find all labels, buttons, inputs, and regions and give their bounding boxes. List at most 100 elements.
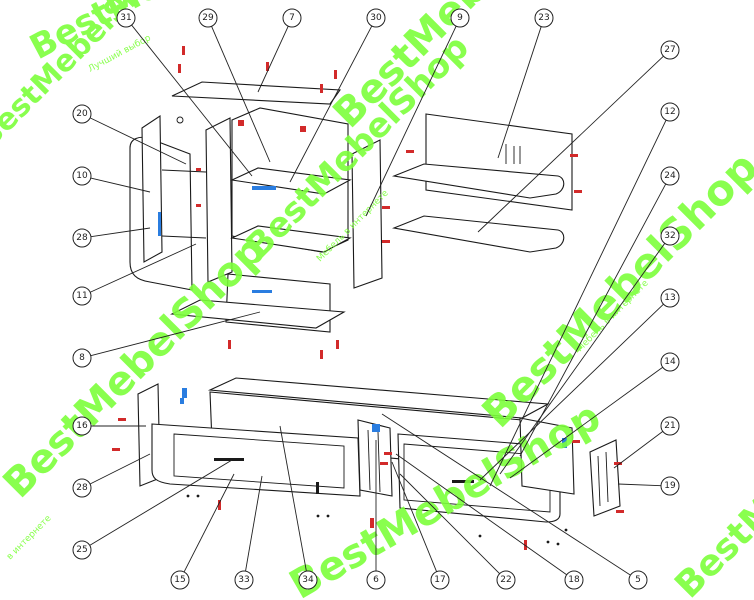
callout-leader-line — [477, 55, 664, 233]
callout-leader-line — [399, 473, 500, 574]
callout-bubble — [564, 570, 584, 590]
panel-side-back — [141, 114, 163, 263]
panel-side-inner — [205, 117, 233, 283]
callout-leader-line — [479, 303, 664, 481]
callout-bubble — [660, 166, 680, 186]
callout-label-7: 7 — [289, 13, 295, 23]
callout-bubble — [72, 348, 92, 368]
callout-label-17: 17 — [434, 575, 445, 585]
callout-bubble — [660, 416, 680, 436]
callout-label-16: 16 — [76, 421, 88, 431]
callout-label-34: 34 — [302, 575, 314, 585]
handle-blue — [252, 186, 276, 190]
callout-leader-line — [90, 311, 261, 357]
callout-bubble — [366, 570, 386, 590]
callout-bubble — [116, 8, 136, 28]
callout-leader-line — [211, 26, 271, 163]
watermark-tagline: в интернете — [5, 513, 54, 562]
callout-label-11: 11 — [76, 291, 87, 301]
callout-leader-line — [391, 461, 438, 572]
callout-bubble — [450, 8, 470, 28]
callout-label-30: 30 — [370, 13, 382, 23]
callout-label-33: 33 — [238, 575, 249, 585]
callout-bubble — [72, 286, 92, 306]
panel-end-right-inner — [519, 417, 575, 495]
callout-leader-line — [245, 475, 263, 572]
callout-leader-line — [89, 117, 187, 165]
panel-bottom-upper — [170, 299, 346, 329]
callout-bubble — [628, 570, 648, 590]
callout-leader-line — [90, 177, 151, 193]
callout-label-12: 12 — [664, 107, 675, 117]
callout-bubble — [534, 8, 554, 28]
shelf-middle — [230, 225, 352, 253]
callout-leader-line — [90, 227, 151, 238]
callout-leader-line — [395, 453, 567, 576]
callout-leader-line — [257, 25, 289, 93]
callout-leader-line — [617, 483, 662, 487]
callout-bubble — [72, 228, 92, 248]
callout-bubble — [660, 226, 680, 246]
callout-leader-line — [89, 453, 151, 485]
callout-leader-line — [89, 459, 233, 546]
callout-leader-line — [279, 425, 307, 572]
callout-bubble — [234, 570, 254, 590]
callout-leader-line — [131, 24, 253, 177]
callout-bubble — [72, 540, 92, 560]
callout-label-20: 20 — [76, 109, 88, 119]
callout-label-18: 18 — [568, 575, 580, 585]
callout-bubble — [366, 8, 386, 28]
callout-leader-line — [183, 473, 235, 573]
callout-label-32: 32 — [664, 231, 675, 241]
shelf-wall-upper — [391, 163, 565, 199]
callout-bubble — [282, 8, 302, 28]
callout-bubble — [72, 416, 92, 436]
callout-label-27: 27 — [664, 45, 675, 55]
callout-leader-line — [497, 26, 542, 159]
callout-bubble — [72, 104, 92, 124]
callout-leader-line — [381, 413, 631, 576]
callout-label-24: 24 — [664, 171, 676, 181]
callout-label-31: 31 — [120, 13, 131, 23]
callout-label-19: 19 — [664, 481, 676, 491]
panel-top — [171, 81, 342, 105]
callout-label-13: 13 — [664, 293, 675, 303]
panel-shelf-back — [425, 113, 573, 211]
shelf-wall-lower — [392, 215, 565, 253]
wall-shelf-unit — [391, 113, 582, 253]
callout-bubble — [170, 570, 190, 590]
callout-label-23: 23 — [538, 13, 549, 23]
callout-label-29: 29 — [202, 13, 214, 23]
callout-bubble — [660, 102, 680, 122]
callout-leader-line — [90, 243, 197, 293]
handle-blue — [158, 212, 161, 236]
callout-leader-line — [289, 25, 373, 183]
callout-leader-line — [499, 243, 666, 475]
callout-leader-line — [613, 431, 664, 469]
callout-label-22: 22 — [500, 575, 511, 585]
panel-end-right — [589, 439, 621, 517]
callout-bubble — [660, 476, 680, 496]
upper-cabinet — [129, 46, 390, 359]
watermark-brand: BestMebelShop — [667, 354, 754, 600]
callout-label-28: 28 — [76, 233, 88, 243]
callout-bubble — [430, 570, 450, 590]
callout-bubble — [298, 570, 318, 590]
callout-bubble — [660, 288, 680, 308]
callout-leader-line — [519, 183, 667, 457]
callout-bubble — [198, 8, 218, 28]
callout-bubble — [72, 478, 92, 498]
callout-label-28: 28 — [76, 483, 88, 493]
callout-leader-line — [489, 119, 667, 487]
callout-label-15: 15 — [174, 575, 185, 585]
callout-label-8: 8 — [79, 353, 85, 363]
callout-bubble — [660, 352, 680, 372]
callout-bubble — [660, 40, 680, 60]
callout-bubble — [72, 166, 92, 186]
callout-label-5: 5 — [635, 575, 641, 585]
lower-tv-stand — [112, 377, 624, 550]
callout-label-10: 10 — [76, 171, 88, 181]
callout-label-9: 9 — [457, 13, 463, 23]
